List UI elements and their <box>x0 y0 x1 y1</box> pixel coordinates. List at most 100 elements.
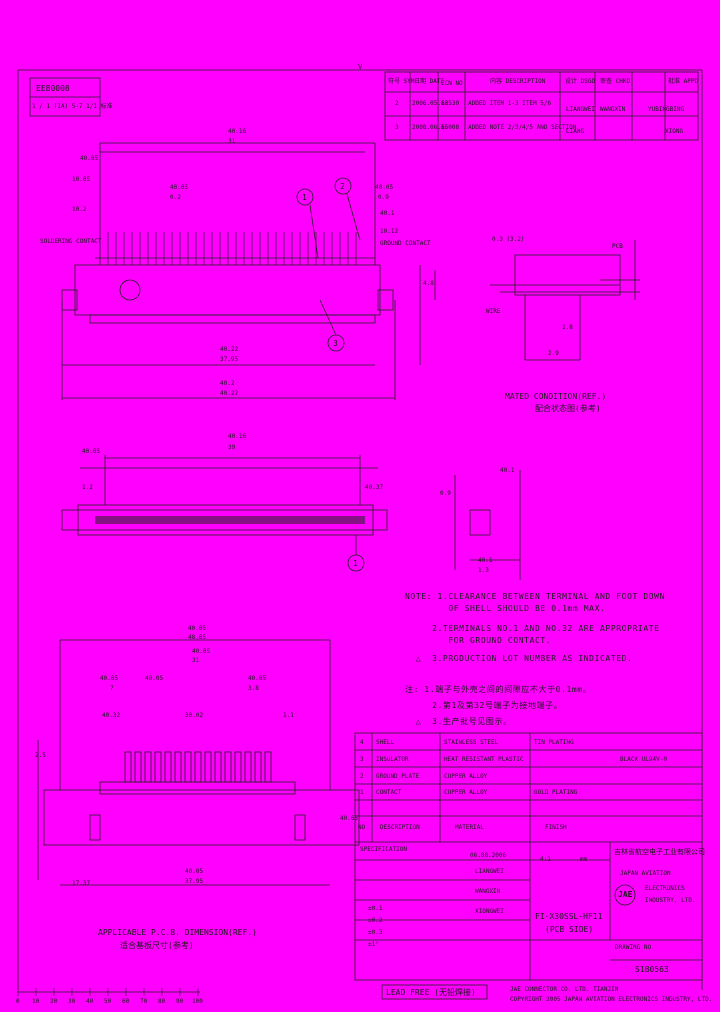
designed-value: LIANGWEI <box>475 868 504 875</box>
dim-label: 39 <box>228 444 236 451</box>
mated-condition-title: MATED CONDITION(REF.) <box>505 392 607 401</box>
dim-label: 40.1 <box>478 557 493 564</box>
dim-label: 7 <box>110 685 114 692</box>
dim-label: 40.65 <box>340 815 359 822</box>
parts-header-no: NO <box>358 824 366 831</box>
dim-label: 40.05 <box>248 675 267 682</box>
rev-row-dsgd: LIANGWEI <box>566 106 595 113</box>
note-line: △ 3.生产批号见图示。 <box>405 717 512 726</box>
tolerance-4: ±1° <box>368 941 379 948</box>
pcb-view-title: APPLICABLE P.C.B. DIMENSION(REF.) <box>98 928 257 937</box>
dim-label: 0.9 <box>378 194 389 201</box>
rev-header-date: 日期 DATE <box>414 78 445 85</box>
rev-header-desc: 内容 DESCRIPTION <box>490 78 546 85</box>
rev-row-ecn: 63530 <box>441 100 460 107</box>
ruler-tick: 90 <box>176 998 184 1005</box>
note-line: OF SHELL SHOULD BE 0.1mm MAX. <box>405 604 606 613</box>
note-line: 注: 1.端子与外壳之间的间隙应不大于0.1mm。 <box>405 685 592 694</box>
dim-label: 40.16 <box>228 433 247 440</box>
dim-label: 40.2 <box>220 380 235 387</box>
ruler-tick: 10 <box>32 998 40 1005</box>
tolerance-1: ±0.1 <box>368 905 383 912</box>
dim-label: 40.05 <box>80 155 99 162</box>
dim-label: 40.1 <box>500 467 515 474</box>
rev-row-date: 2006.05.18 <box>412 100 449 107</box>
pcb-label: PCB <box>612 243 623 250</box>
callout-2: 2 <box>340 182 345 191</box>
dim-label: 40.05 <box>145 675 164 682</box>
dim-label: 30.02 <box>185 712 204 719</box>
dim-label: 37.95 <box>220 356 239 363</box>
note-line: NOTE: 1.CLEARANCE BETWEEN TERMINAL AND F… <box>405 592 665 601</box>
ruler-tick: 20 <box>50 998 58 1005</box>
part-row-finish: BLACK UL94V-0 <box>620 756 667 763</box>
dim-label: 1.2 <box>82 484 93 491</box>
part-row-desc: GROUND PLATE <box>376 773 420 780</box>
part-row-material: COPPER ALLOY <box>444 789 488 796</box>
dim-label: 4.8 <box>423 280 434 287</box>
tolerance-3: ±0.3 <box>368 929 383 936</box>
callout-1: 1 <box>353 559 358 568</box>
dim-label: 10.12 <box>380 228 399 235</box>
dim-label: 40.22 <box>220 390 239 397</box>
scale-value: 4:1 <box>540 856 551 863</box>
checked-value: WANGXIN <box>475 888 501 895</box>
lead-free-mark: LEAD FREE (无铅焊接) <box>386 988 476 997</box>
jae-logo: JAE <box>618 890 633 899</box>
dim-label: 40.1 <box>380 210 395 217</box>
dim-label: 40.05 <box>185 868 204 875</box>
dim-label: 40.05 <box>100 675 119 682</box>
parts-header-material: MATERIAL <box>455 824 484 831</box>
dim-label: 48.65 <box>188 634 207 641</box>
part-row-finish: TIN PLATING <box>534 739 574 746</box>
dim-label: 40.32 <box>102 712 121 719</box>
approved-value: XIONGWEI <box>475 908 504 915</box>
unit-value: mm <box>580 856 588 863</box>
dim-label: 40.05 <box>375 184 394 191</box>
rev-header-sym: 符号 SYM <box>388 78 415 85</box>
ruler-tick: 80 <box>158 998 166 1005</box>
tolerance-2: ±0.2 <box>368 917 383 924</box>
dim-label: 40.05 <box>192 648 211 655</box>
part-row-material: HEAT RESISTANT PLASTIC <box>444 756 524 763</box>
dim-label: 40.22 <box>220 346 239 353</box>
note-line: △ 3.PRODUCTION LOT NUMBER AS INDICATED. <box>405 654 633 663</box>
callout-1: 1 <box>302 193 307 202</box>
rev-row-ecn: 65008 <box>441 124 460 131</box>
mated-condition-title-cn: 配合状态图(参考) <box>535 404 601 413</box>
dim-label: 31 <box>228 138 236 145</box>
note-line: 2.第1及第32号端子为接地端子。 <box>405 701 563 710</box>
part-row-desc: SHELL <box>376 739 395 746</box>
rev-header-ecn: ECN NO <box>441 80 463 87</box>
rev-row-appd: YUBINGBING <box>648 106 685 113</box>
rev-row-dsgd: LIANG <box>566 128 585 135</box>
part-row-material: COPPER ALLOY <box>444 773 488 780</box>
dim-label: 17.37 <box>72 880 91 887</box>
dim-label: 37.95 <box>185 878 204 885</box>
company-name-en-1: JAPAN AVIATION <box>620 870 671 877</box>
note-line: FOR GROUND CONTACT. <box>405 636 552 645</box>
part-row-desc: CONTACT <box>376 789 402 796</box>
ruler-tick: 40 <box>86 998 94 1005</box>
dim-label: 0.2 <box>170 194 181 201</box>
part-row-finish: GOLD PLATING <box>534 789 578 796</box>
rev-row-date: 2008.06.16 <box>412 124 449 131</box>
pcb-view-title-cn: 适合基板尺寸(参考) <box>120 941 194 950</box>
drawing-note: 1 / 1 (1A) 5-7 1/1 标准 <box>32 103 113 110</box>
wire-label: WIRE <box>486 308 501 315</box>
dim-label: 1.3 <box>478 567 489 574</box>
company-name-en-2: ELECTRONICS <box>645 885 685 892</box>
rev-header-dsgd: 设计 DSGD <box>565 78 596 85</box>
dim-label: 1.8 <box>562 324 573 331</box>
dim-label: 10.05 <box>72 176 91 183</box>
ruler-tick: 100 <box>192 998 203 1005</box>
rev-row-sym: 2 <box>395 100 399 107</box>
part-row-no: 1 <box>360 789 364 796</box>
rev-row-sym: 3 <box>395 124 399 131</box>
rev-row-desc: ADDED ITEM 1-3 ITEM 5/6 <box>468 100 552 107</box>
drawing-no-label: DRAWING NO <box>615 944 652 951</box>
date-value: 06.08.2006 <box>470 852 507 859</box>
callout-3: 3 <box>333 339 338 348</box>
note-line: 2.TERMINALS NO.1 AND NO.32 ARE APPROPRIA… <box>405 624 660 633</box>
footer-line-1: JAE CONNECTOR CO. LTD. TIANJIN <box>510 986 619 993</box>
